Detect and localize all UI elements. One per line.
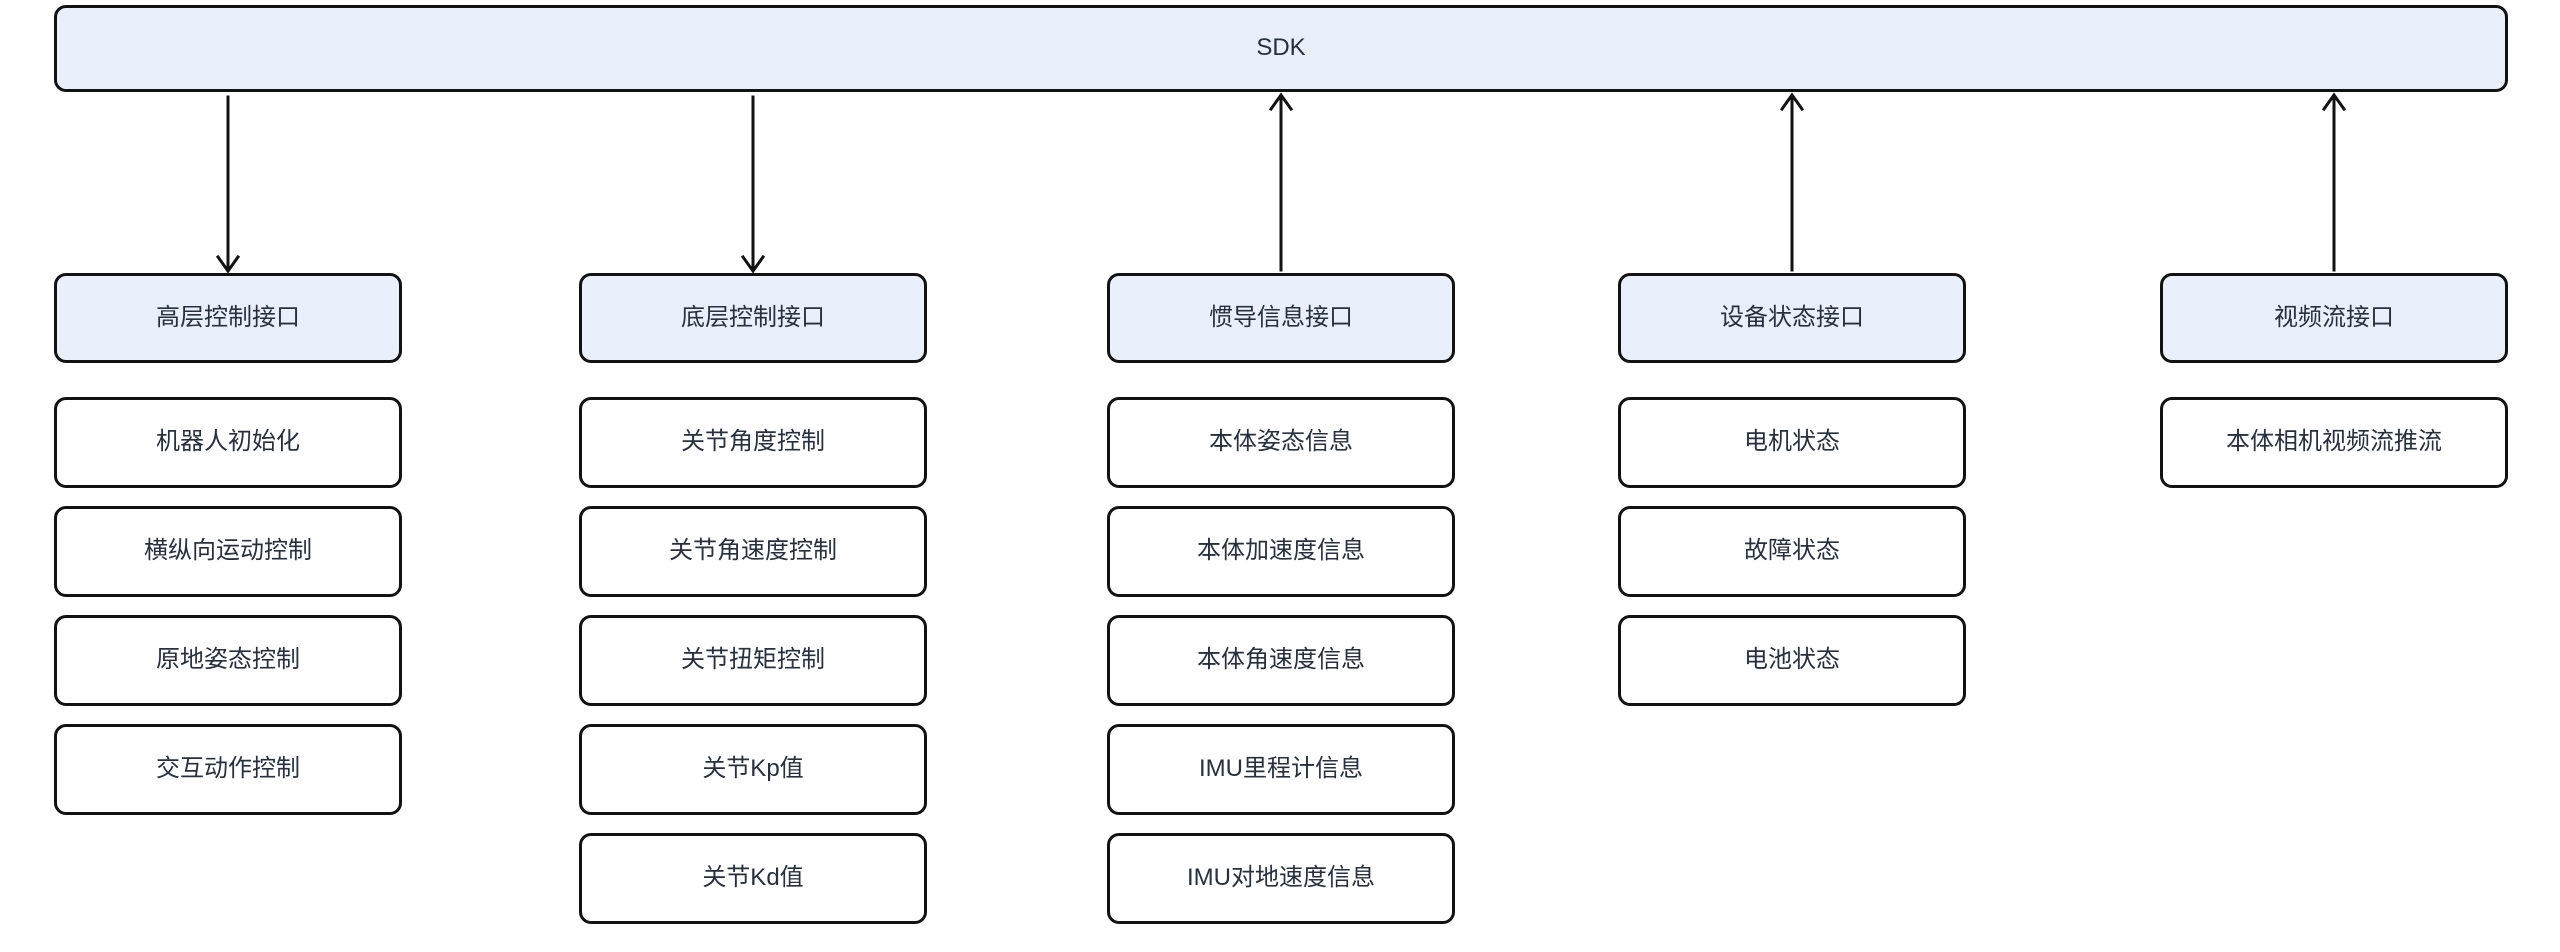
feature-node: IMU对地速度信息 — [1107, 833, 1455, 924]
feature-node: 关节角度控制 — [579, 397, 927, 488]
feature-node: 交互动作控制 — [54, 724, 402, 815]
arrow-down-icon — [740, 95, 766, 274]
feature-node: 本体姿态信息 — [1107, 397, 1455, 488]
feature-node: 电池状态 — [1618, 615, 1966, 706]
feature-node: 本体相机视频流推流 — [2160, 397, 2508, 488]
feature-node: 关节角速度控制 — [579, 506, 927, 597]
feature-node: 电机状态 — [1618, 397, 1966, 488]
arrow-up-icon — [1268, 92, 1294, 272]
arrow-up-icon — [1779, 92, 1805, 272]
interface-header-node: 设备状态接口 — [1618, 273, 1966, 363]
interface-header-node: 底层控制接口 — [579, 273, 927, 363]
feature-node: 故障状态 — [1618, 506, 1966, 597]
feature-node: 关节Kd值 — [579, 833, 927, 924]
feature-node: 本体角速度信息 — [1107, 615, 1455, 706]
interface-header-node: 惯导信息接口 — [1107, 273, 1455, 363]
sdk-root-node: SDK — [54, 5, 2508, 92]
feature-node: 关节扭矩控制 — [579, 615, 927, 706]
feature-node: 本体加速度信息 — [1107, 506, 1455, 597]
feature-node: 关节Kp值 — [579, 724, 927, 815]
feature-node: 机器人初始化 — [54, 397, 402, 488]
arrow-up-icon — [2321, 92, 2347, 272]
feature-node: IMU里程计信息 — [1107, 724, 1455, 815]
interface-header-node: 高层控制接口 — [54, 273, 402, 363]
interface-header-node: 视频流接口 — [2160, 273, 2508, 363]
arrow-down-icon — [215, 95, 241, 274]
feature-node: 横纵向运动控制 — [54, 506, 402, 597]
feature-node: 原地姿态控制 — [54, 615, 402, 706]
